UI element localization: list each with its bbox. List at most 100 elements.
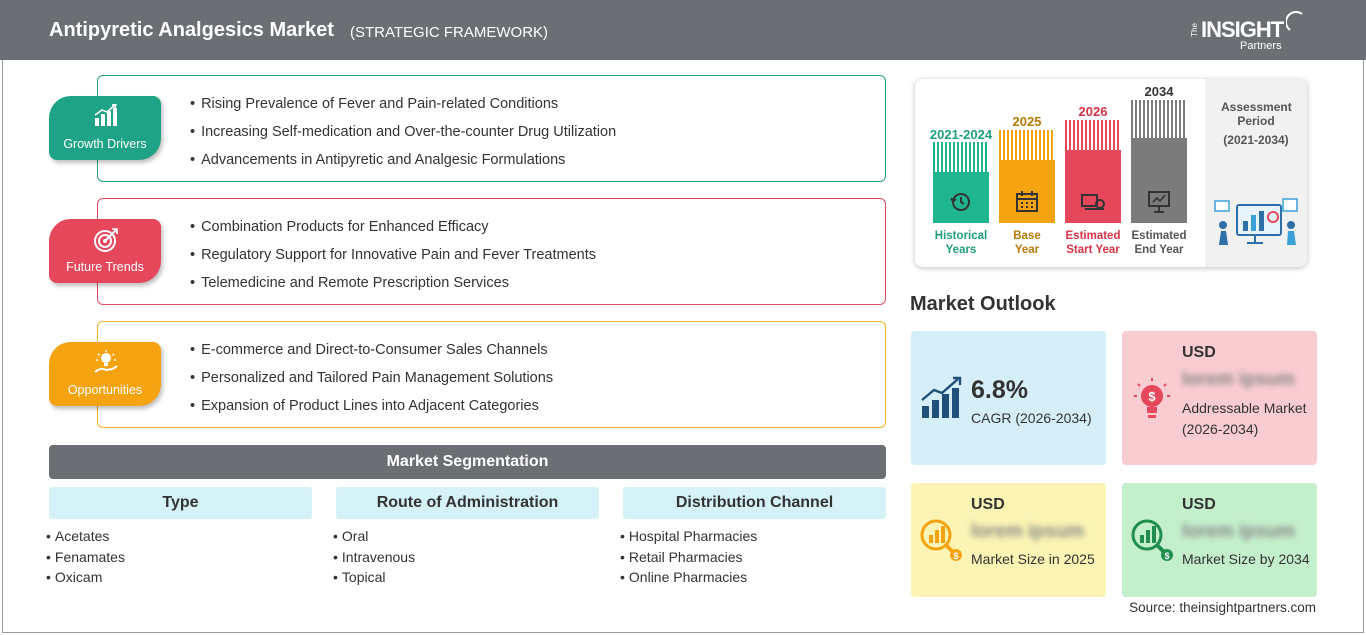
list-item: Oral: [333, 526, 599, 547]
cagr-label: CAGR (2026-2034): [971, 410, 1092, 426]
page-title: Antipyretic Analgesics Market: [49, 19, 334, 41]
segmentation-title: Market Segmentation: [49, 445, 886, 479]
future-trends-tag: Future Trends: [49, 219, 161, 283]
timeline-caption: Base Year: [983, 229, 1071, 257]
timeline-solid: [999, 160, 1055, 223]
caption-line-2: Start Year: [1066, 244, 1120, 256]
logo-partners: Partners: [1240, 40, 1282, 52]
list-item: Regulatory Support for Innovative Pain a…: [190, 245, 596, 273]
list-item: Increasing Self-medication and Over-the-…: [190, 122, 616, 150]
svg-text:$: $: [953, 551, 958, 561]
segment-heading: Route of Administration: [336, 487, 599, 519]
currency-label: USD: [971, 496, 1005, 513]
timeline-bar-start: 2026 Estimated Start Year: [1065, 79, 1121, 267]
list-item: Rising Prevalence of Fever and Pain-rela…: [190, 94, 616, 122]
lightbulb-hand-icon: [94, 350, 118, 373]
growth-chart-icon: [921, 376, 962, 418]
tag-label: Opportunities: [67, 383, 143, 397]
segment-heading: Type: [49, 487, 312, 519]
insight-partners-logo[interactable]: The INSIGHT Partners: [1190, 10, 1310, 54]
list-item: E-commerce and Direct-to-Consumer Sales …: [190, 340, 553, 368]
opportunities-tag: Opportunities: [49, 342, 161, 406]
target-icon: [94, 228, 118, 252]
growth-drivers-card: Rising Prevalence of Fever and Pain-rela…: [97, 75, 886, 182]
caption-line-1: Estimated: [1065, 230, 1121, 242]
list-item: Combination Products for Enhanced Effica…: [190, 217, 596, 245]
segment-heading: Distribution Channel: [623, 487, 886, 519]
assessment-period-panel: Assessment Period (2021-2034): [1205, 79, 1307, 267]
svg-text:$: $: [1164, 551, 1169, 561]
cagr-box: 6.8% CAGR (2026-2034): [911, 331, 1106, 465]
tag-label: Future Trends: [66, 260, 144, 274]
projector-icon: [1081, 194, 1105, 210]
list-item: Advancements in Antipyretic and Analgesi…: [190, 150, 616, 178]
timeline-stripes: [1131, 100, 1187, 138]
timeline-year: 2025: [1012, 114, 1042, 129]
history-icon: [950, 193, 970, 211]
blurred-value: lorem ipsum: [1182, 369, 1295, 390]
presentation-icon: [1148, 191, 1170, 213]
timeline-year: 2026: [1078, 104, 1108, 119]
list-item: Online Pharmacies: [620, 567, 886, 588]
timeline-caption: Historical Years: [917, 229, 1005, 257]
market-outlook-title: Market Outlook: [910, 293, 1056, 315]
timeline-year: 2034: [1144, 84, 1174, 99]
list-item: Fenamates: [46, 547, 312, 568]
list-item: Retail Pharmacies: [620, 547, 886, 568]
magnifier-chart-icon: $: [1131, 519, 1173, 561]
timeline-caption: Estimated Start Year: [1049, 229, 1137, 257]
logo-arc-icon: [1286, 11, 1303, 31]
timeline-solid: [1065, 150, 1121, 223]
timeline-stripes: [999, 130, 1055, 160]
market-size-2034-label: Market Size by 2034: [1182, 551, 1310, 567]
market-size-2034-box: $ USD lorem ipsum Market Size by 2034: [1122, 483, 1317, 597]
assessment-label: Assessment Period: [1221, 100, 1292, 128]
timeline-stripes: [1065, 120, 1121, 150]
magnifier-chart-icon: $: [920, 519, 962, 561]
calendar-icon: [1016, 191, 1038, 212]
blurred-value: lorem ipsum: [971, 521, 1084, 542]
caption-line-1: Estimated: [1131, 230, 1187, 242]
logo-the: The: [1190, 23, 1199, 37]
timeline-year: 2021-2024: [929, 127, 993, 142]
addressable-market-box: $ USD lorem ipsum Addressable Market (20…: [1122, 331, 1317, 465]
caption-line-2: End Year: [1134, 244, 1184, 256]
blurred-value: lorem ipsum: [1182, 521, 1295, 542]
caption-line-2: Year: [1014, 244, 1040, 256]
list-item: Expansion of Product Lines into Adjacent…: [190, 396, 553, 424]
segment-route: Route of Administration Oral Intravenous…: [336, 487, 599, 588]
list-item: Topical: [333, 567, 599, 588]
cagr-value: 6.8%: [971, 376, 1028, 404]
list-item: Intravenous: [333, 547, 599, 568]
tag-label: Growth Drivers: [63, 137, 147, 151]
growth-drivers-tag: Growth Drivers: [49, 96, 161, 160]
list-item: Personalized and Tailored Pain Managemen…: [190, 368, 553, 396]
segment-type: Type Acetates Fenamates Oxicam: [49, 487, 312, 588]
logo-insight: INSIGHT: [1201, 17, 1284, 42]
currency-label: USD: [1182, 344, 1216, 361]
content-frame: [2, 60, 1364, 633]
addressable-label: Addressable Market (2026-2034): [1182, 400, 1307, 437]
currency-label: USD: [1182, 496, 1216, 513]
timeline-card: 2021-2024 Historical Years 2025 Base Yea…: [915, 79, 1307, 267]
assessment-range: (2021-2034): [1223, 133, 1289, 147]
timeline-stripes: [933, 142, 989, 172]
bar-chart-icon: [94, 104, 117, 126]
list-item: Acetates: [46, 526, 312, 547]
list-item: Oxicam: [46, 567, 312, 588]
timeline-bar-base: 2025 Base Year: [999, 79, 1055, 267]
future-trends-card: Combination Products for Enhanced Effica…: [97, 198, 886, 305]
caption-line-2: Years: [945, 244, 977, 256]
header-bar: Antipyretic Analgesics Market (STRATEGIC…: [0, 0, 1366, 60]
analytics-people-icon: [1214, 198, 1298, 245]
opportunities-card: E-commerce and Direct-to-Consumer Sales …: [97, 321, 886, 428]
page-subtitle: (STRATEGIC FRAMEWORK): [350, 24, 549, 41]
timeline-caption: Estimated End Year: [1115, 229, 1203, 257]
source-note: Source: theinsightpartners.com: [1129, 600, 1316, 615]
list-item: Hospital Pharmacies: [620, 526, 886, 547]
market-size-2025-label: Market Size in 2025: [971, 551, 1095, 567]
segment-distribution: Distribution Channel Hospital Pharmacies…: [623, 487, 886, 588]
list-item: Telemedicine and Remote Prescription Ser…: [190, 273, 596, 301]
caption-line-1: Historical: [934, 230, 988, 242]
lightbulb-dollar-icon: $: [1134, 378, 1170, 418]
